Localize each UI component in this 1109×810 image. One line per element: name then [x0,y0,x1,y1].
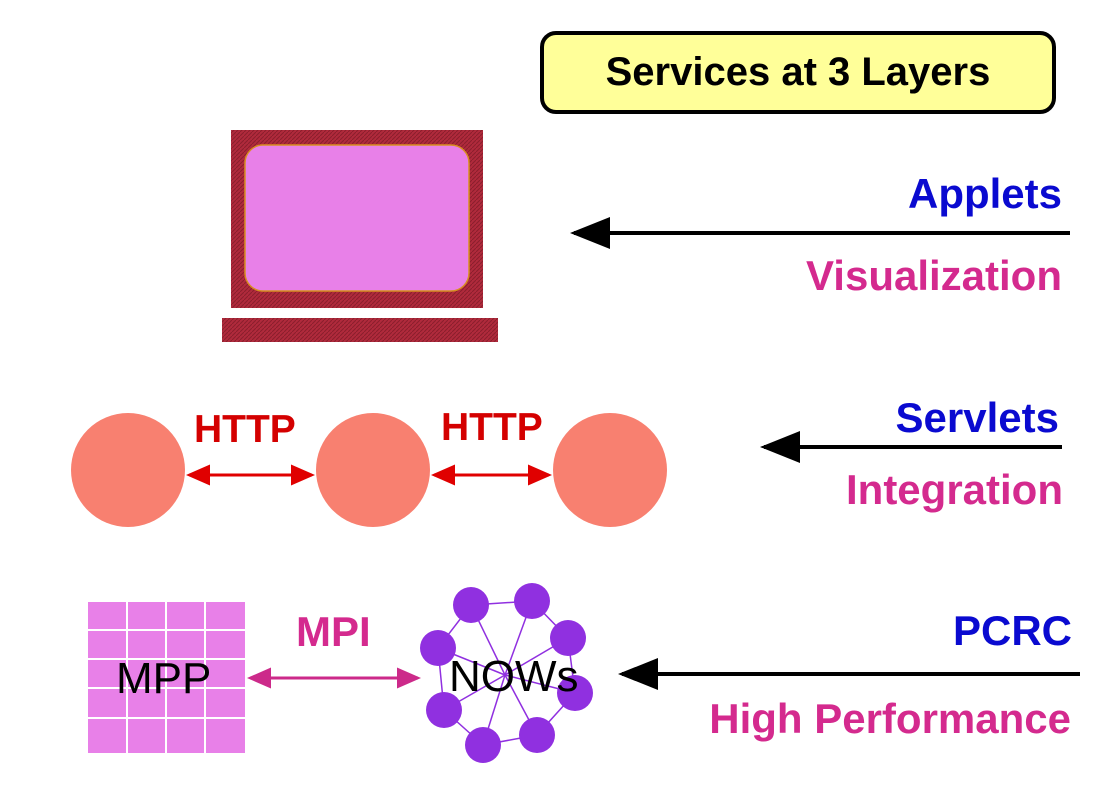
servlets-label: Servlets [895,394,1059,441]
diagram-title: Services at 3 Layers [605,50,991,94]
integration-label: Integration [846,466,1063,513]
pcrc-label: PCRC [952,607,1072,654]
mpi-label: MPI [296,608,371,655]
visualization-label: Visualization [806,252,1062,299]
http-label-left: HTTP [194,408,296,451]
server-node-middle [316,413,430,527]
mpp-grid-icon [88,602,245,753]
monitor-icon [222,130,498,342]
high-performance-label: High Performance [709,695,1071,742]
nows-label: NOWs [449,652,579,701]
server-node-left [71,413,185,527]
http-label-right: HTTP [441,406,543,449]
server-node-right [553,413,667,527]
mpp-label: MPP [116,654,212,703]
applets-label: Applets [907,170,1062,217]
nows-nodes [420,583,593,763]
title-box: Services at 3 Layers [540,31,1056,114]
